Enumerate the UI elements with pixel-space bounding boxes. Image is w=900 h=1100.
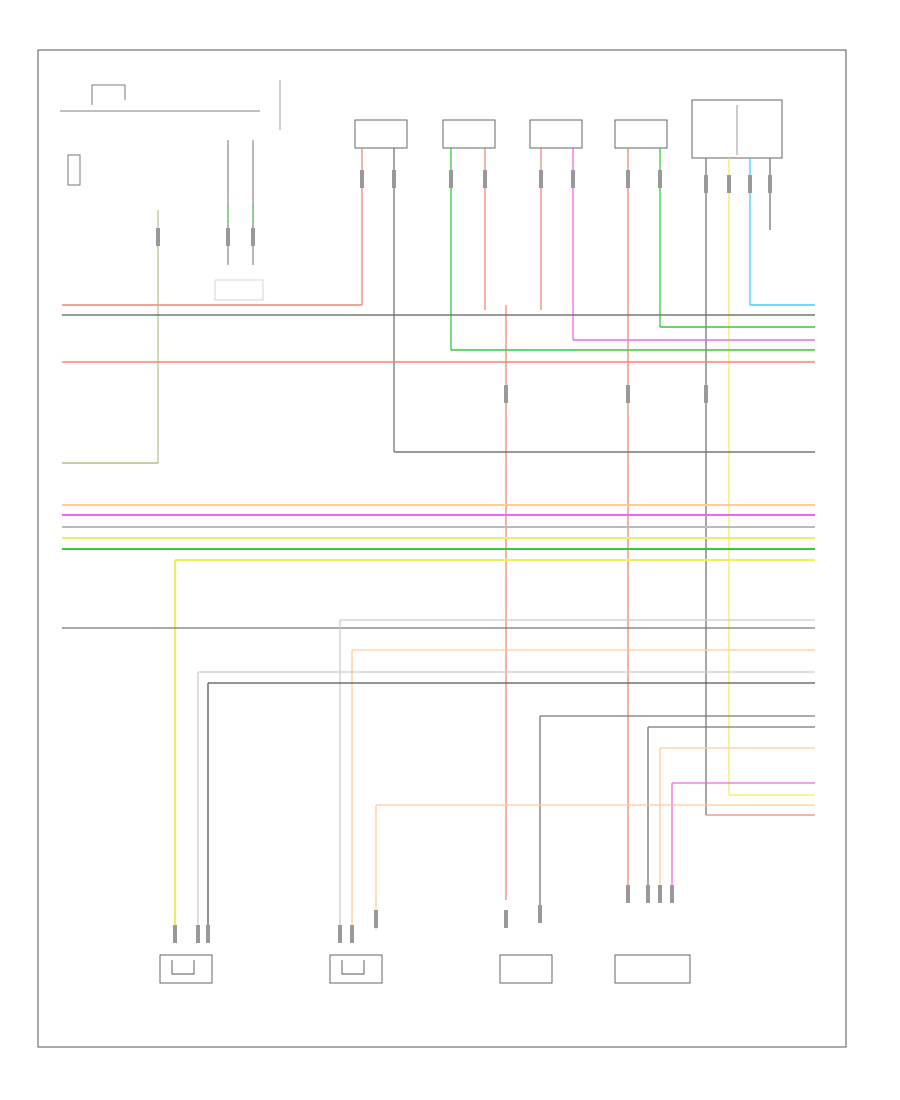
component-module-3 [529, 119, 583, 149]
component-module-5 [691, 99, 783, 159]
diagram-frame [37, 49, 847, 1048]
connector-marks [156, 170, 772, 403]
bus-middle [62, 504, 815, 925]
bus-upper [62, 304, 815, 464]
vertical-wires-top [361, 148, 771, 900]
component-module-4 [614, 119, 668, 149]
top-left-switch [60, 84, 260, 186]
top-left-relay-wires [157, 140, 254, 463]
component-heated-seat-left [354, 119, 408, 149]
component-switch-bottom [614, 954, 691, 984]
connector-marks-bottom [173, 885, 674, 943]
connector-block [214, 279, 264, 301]
component-module-bottom [499, 954, 553, 984]
component-module-2 [442, 119, 496, 149]
component-sensor-2 [329, 954, 383, 984]
bus-lower [62, 619, 815, 930]
component-sensor-1 [159, 954, 213, 984]
